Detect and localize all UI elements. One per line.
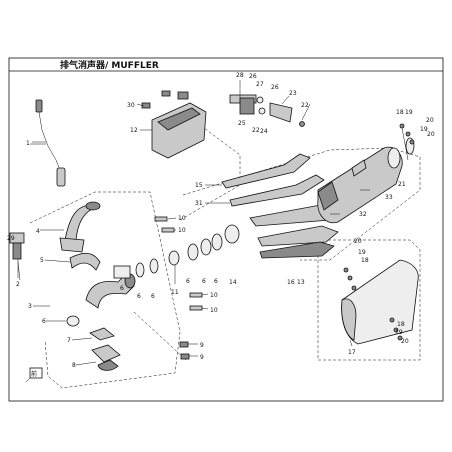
- callout-16: 16: [287, 279, 295, 286]
- callout-19d: 19: [395, 329, 403, 336]
- diagram-title: 排气消声器/ MUFFLER: [60, 59, 159, 71]
- callout-22a: 22: [252, 127, 260, 134]
- pipe-to-bracket-link: [133, 311, 187, 361]
- callout-31: 31: [195, 200, 203, 207]
- callout-14: 14: [229, 279, 237, 286]
- o2-sensor-part: [30, 99, 66, 187]
- muffler-group-outline: [182, 147, 421, 261]
- callout-12: 12: [130, 127, 138, 134]
- callout-20a: 20: [426, 117, 434, 124]
- callout-9a: 9: [200, 342, 204, 349]
- connector-pipe-part: [249, 203, 341, 259]
- callout-18c: 18: [397, 321, 405, 328]
- callout-6c: 6: [151, 293, 155, 300]
- callout-33: 33: [385, 194, 393, 201]
- callout-labels: 1 2 3 4 5 6 6 6 6 6 6 6 7 8 9 9 10 10 10…: [7, 72, 435, 369]
- exhaust-group-outline: [29, 191, 181, 389]
- callout-21: 21: [398, 181, 406, 188]
- callout-24: 24: [260, 128, 268, 135]
- callout-23: 23: [289, 90, 297, 97]
- callout-28: 28: [236, 72, 244, 79]
- header-pipe-part: [59, 201, 101, 253]
- muffler-cover-part: [341, 259, 419, 345]
- callout-6f: 6: [214, 278, 218, 285]
- callout-11: 11: [171, 289, 179, 296]
- callout-19a: 19: [405, 109, 413, 116]
- callout-20b: 20: [427, 131, 435, 138]
- front-direction-badge: 前: [25, 367, 43, 383]
- top-bracket-part: [229, 94, 305, 127]
- callout-10c: 10: [210, 292, 218, 299]
- callout-19b: 19: [420, 126, 428, 133]
- muffler-body-part: [317, 146, 403, 224]
- callout-19c: 19: [358, 249, 366, 256]
- heat-shield-part: [151, 91, 207, 159]
- muffler-cover-outline: [317, 239, 421, 361]
- callout-6d: 6: [186, 278, 190, 285]
- callout-20c: 20: [354, 238, 362, 245]
- callout-22b: 22: [301, 102, 309, 109]
- callout-9b: 9: [200, 354, 204, 361]
- callout-4: 4: [36, 228, 40, 235]
- diagram-frame: [8, 57, 444, 402]
- gasket-rings-part: [135, 224, 240, 278]
- callout-3: 3: [28, 303, 32, 310]
- callout-10b: 10: [178, 227, 186, 234]
- callout-17: 17: [348, 349, 356, 356]
- front-badge-label: 前: [31, 370, 37, 378]
- callout-15: 15: [195, 182, 203, 189]
- mid-pipe-part: [69, 252, 101, 271]
- callout-10a: 10: [178, 215, 186, 222]
- callout-8: 8: [72, 362, 76, 369]
- heat-shield-rails-part: [221, 153, 325, 207]
- top-bolt-part: [141, 90, 171, 109]
- callout-6b: 6: [137, 293, 141, 300]
- callout-5: 5: [40, 257, 44, 264]
- callout-6e: 6: [202, 278, 206, 285]
- callout-26a: 26: [249, 73, 257, 80]
- rear-s-pipe-part: [85, 265, 136, 309]
- callout-2: 2: [16, 281, 20, 288]
- lower-bolts-part: [179, 341, 190, 360]
- callout-30: 30: [127, 102, 135, 109]
- callout-1: 1: [26, 140, 30, 147]
- callout-18a: 18: [396, 109, 404, 116]
- end-cap-hardware-part: [399, 123, 415, 161]
- callout-25: 25: [238, 120, 246, 127]
- callout-7: 7: [67, 337, 71, 344]
- callout-6a: 6: [42, 318, 46, 325]
- callout-27: 27: [256, 81, 264, 88]
- callout-6g: 6: [120, 285, 124, 292]
- callout-26b: 26: [271, 84, 279, 91]
- callout-29: 29: [7, 235, 15, 242]
- callout-32: 32: [359, 211, 367, 218]
- callout-20d: 20: [401, 338, 409, 345]
- callout-10d: 10: [210, 307, 218, 314]
- callout-18b: 18: [361, 257, 369, 264]
- leader-lines: [17, 80, 370, 366]
- callout-13: 13: [297, 279, 305, 286]
- pipe-clamp-part: [66, 315, 121, 371]
